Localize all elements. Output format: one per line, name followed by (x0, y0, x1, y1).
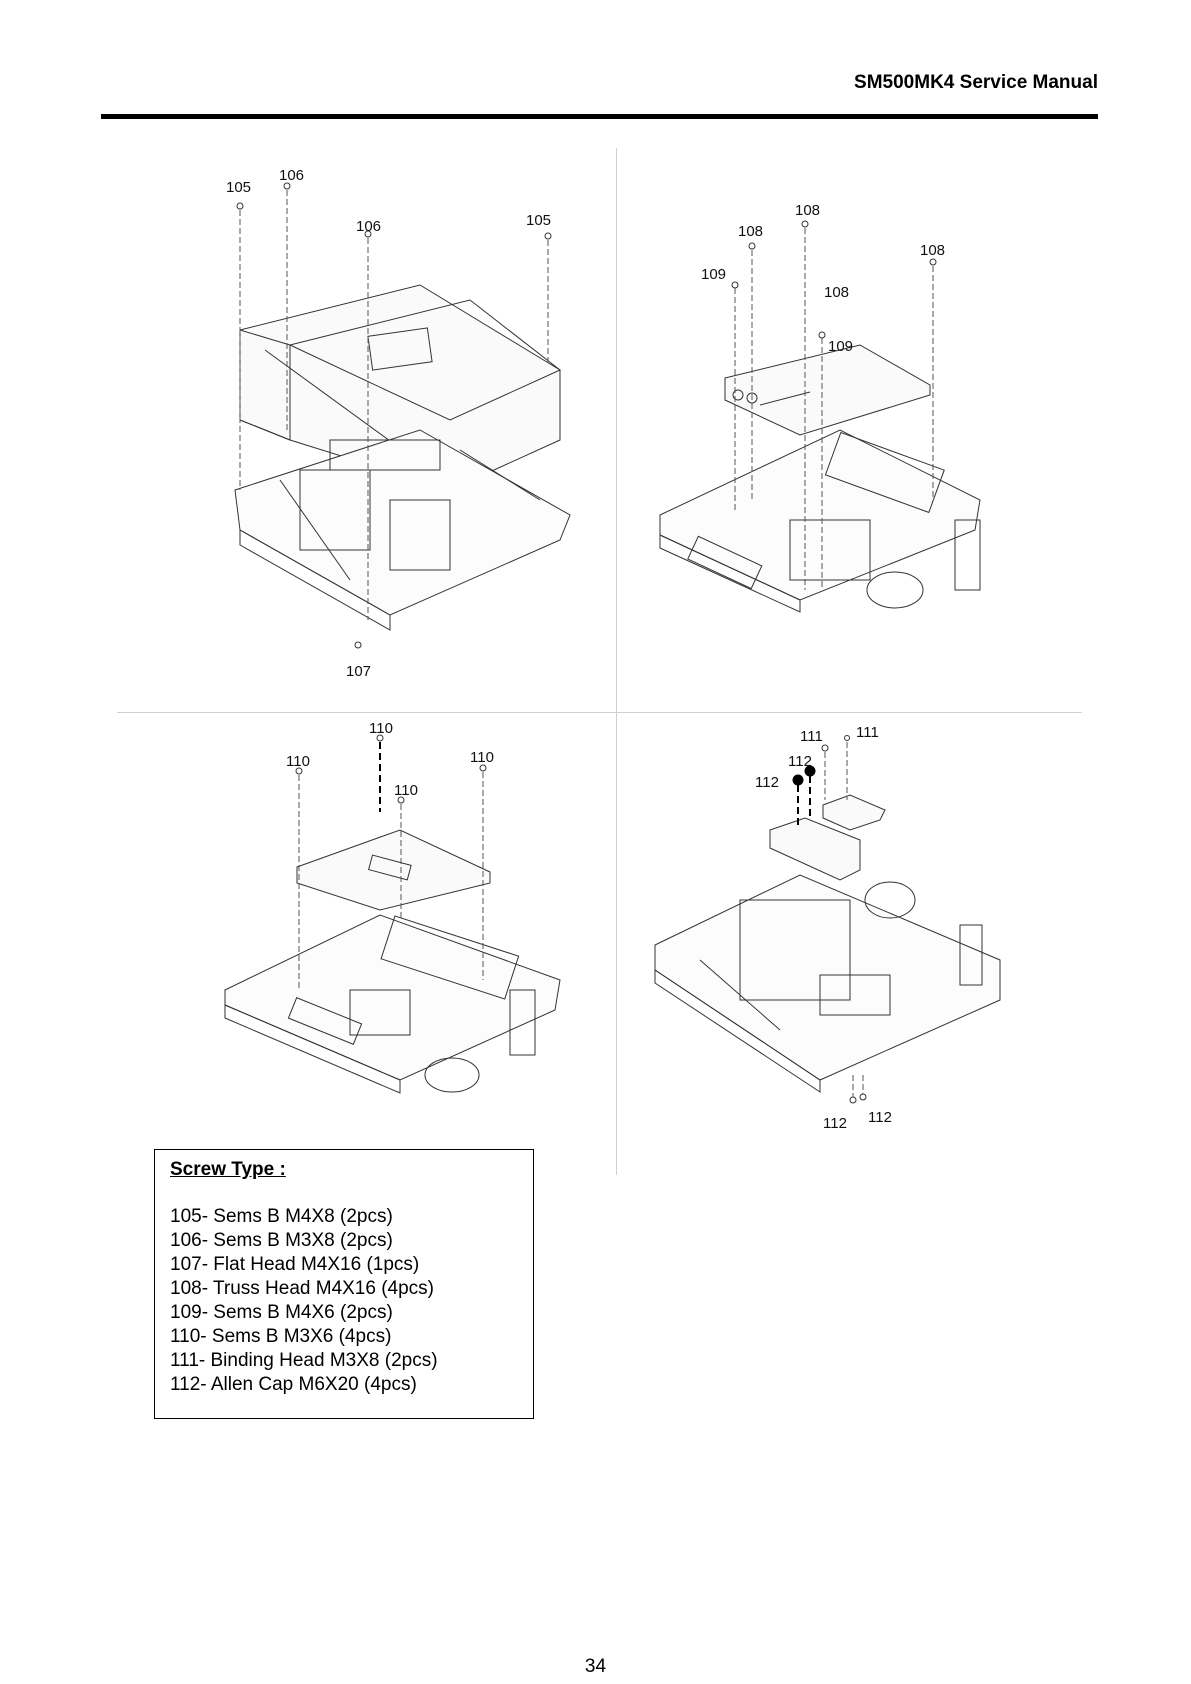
horizontal-divider (117, 712, 1082, 713)
screw-type-list: 105- Sems B M4X8 (2pcs) 106- Sems B M3X8… (170, 1205, 438, 1397)
screw-item: 110- Sems B M3X6 (4pcs) (170, 1326, 392, 1347)
screw-item: 109- Sems B M4X6 (2pcs) (170, 1302, 393, 1323)
vertical-divider (616, 148, 617, 1175)
callout-105-left: 105 (226, 179, 251, 196)
page-number: 34 (584, 1656, 607, 1677)
screw-item: 112- Allen Cap M6X20 (4pcs) (170, 1374, 417, 1395)
callout-112-bottom-right: 112 (868, 1109, 892, 1126)
callout-112-left: 112 (755, 774, 779, 791)
callout-110-center: 110 (394, 782, 418, 799)
callout-112-bottom-left: 112 (823, 1115, 847, 1132)
callout-108-left: 108 (738, 223, 763, 240)
screw-item: 105- Sems B M4X8 (2pcs) (170, 1206, 393, 1227)
screw-item: 111- Binding Head M3X8 (2pcs) (170, 1350, 438, 1371)
callout-110-right: 110 (470, 749, 494, 766)
screw-type-title: Screw Type : (170, 1159, 286, 1180)
callout-111-right: 111 (856, 724, 879, 741)
screw-type-box: Screw Type : 105- Sems B M4X8 (2pcs) 106… (154, 1149, 534, 1419)
callout-108-center: 108 (824, 284, 849, 301)
callout-110-top: 110 (369, 720, 393, 737)
header-title: SM500MK4 Service Manual (854, 72, 1098, 93)
callout-107: 107 (346, 663, 371, 680)
callout-109-left: 109 (701, 266, 726, 283)
screw-item: 106- Sems B M3X8 (2pcs) (170, 1230, 393, 1251)
callout-108-top: 108 (795, 202, 820, 219)
callout-111-left: 111 (800, 728, 823, 745)
screw-item: 108- Truss Head M4X16 (4pcs) (170, 1278, 435, 1299)
header-rule (101, 114, 1098, 119)
callout-108-right: 108 (920, 242, 945, 259)
screw-item: 107- Flat Head M4X16 (1pcs) (170, 1254, 420, 1275)
callout-106-center: 106 (356, 218, 381, 235)
callout-110-left: 110 (286, 753, 310, 770)
callout-112-upper: 112 (788, 753, 812, 770)
callout-109-center: 109 (828, 338, 853, 355)
callout-105-right: 105 (526, 212, 551, 229)
callout-106-left: 106 (279, 167, 304, 184)
